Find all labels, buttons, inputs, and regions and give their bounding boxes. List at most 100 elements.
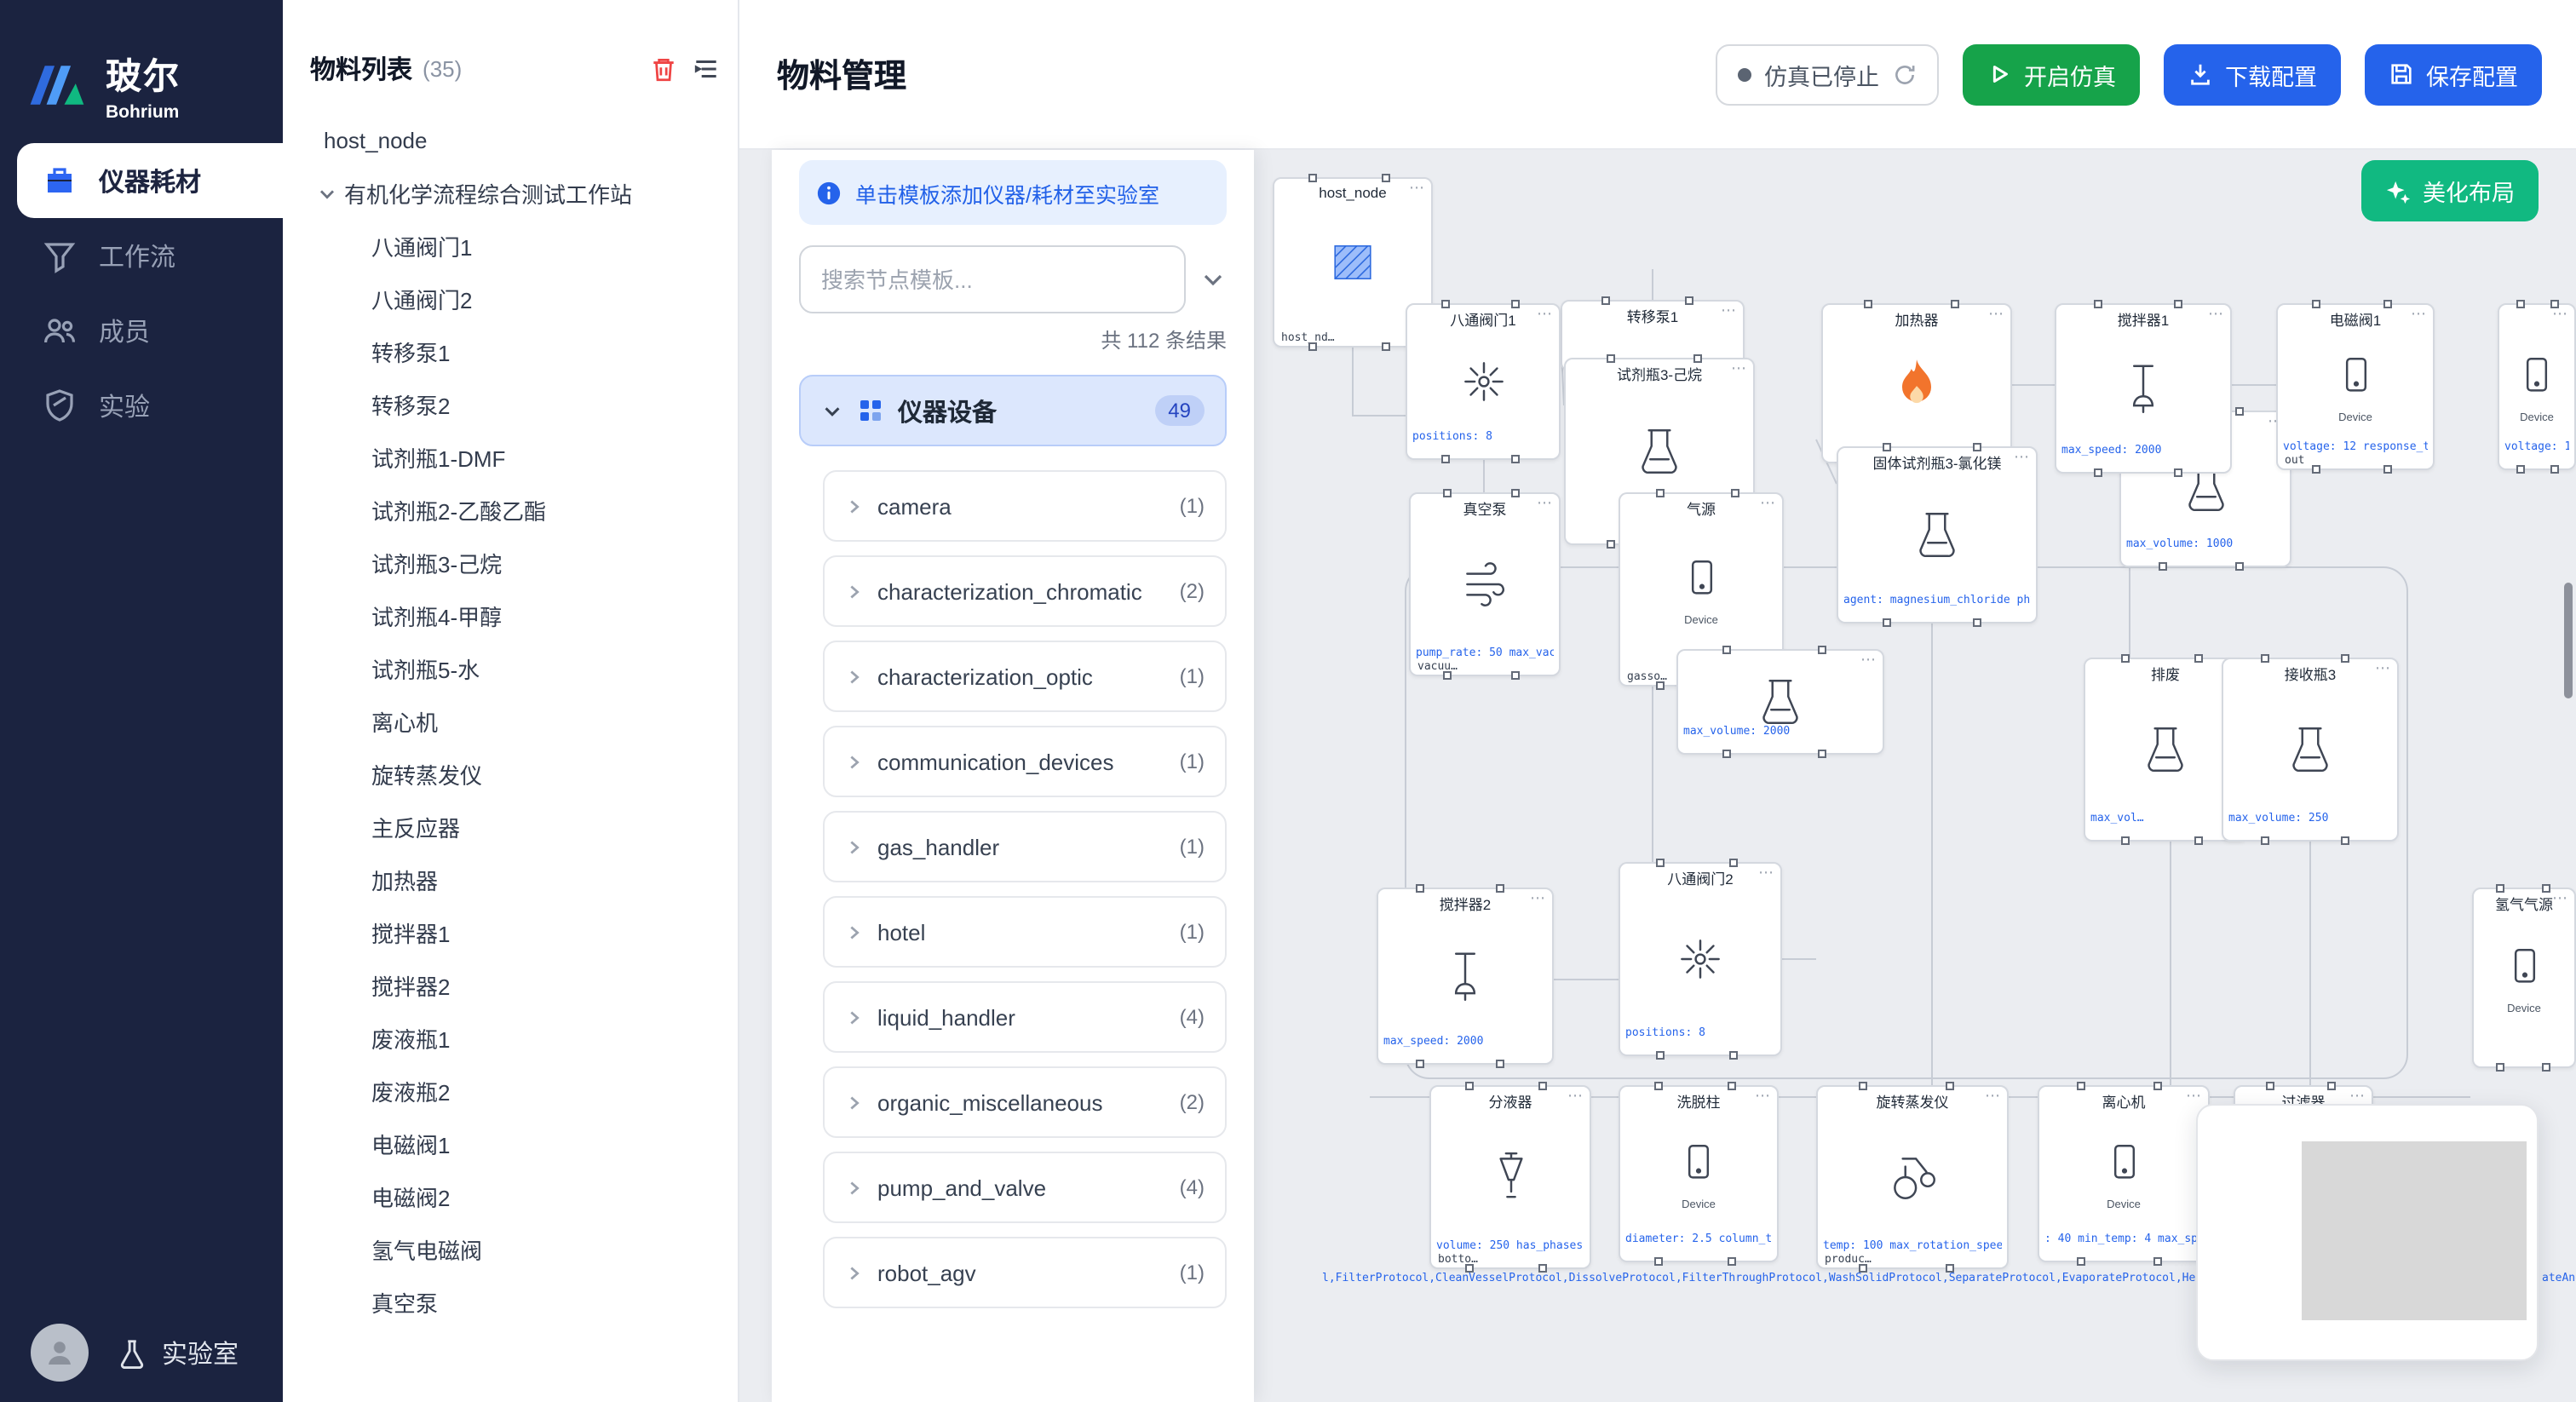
template-category-item[interactable]: communication_devices (1) xyxy=(823,726,1227,797)
tree-item[interactable]: 试剂瓶3-己烷 xyxy=(283,537,738,589)
collapse-icon[interactable] xyxy=(1199,266,1227,293)
download-config-button[interactable]: 下载配置 xyxy=(2164,43,2341,105)
template-category-item[interactable]: pump_and_valve (4) xyxy=(823,1152,1227,1223)
tree-item[interactable]: 废液瓶1 xyxy=(283,1012,738,1065)
save-config-button[interactable]: 保存配置 xyxy=(2365,43,2542,105)
template-category-item[interactable]: hotel (1) xyxy=(823,896,1227,968)
minimap-panel[interactable] xyxy=(2196,1104,2539,1361)
nav-item-label: 工作流 xyxy=(99,243,176,272)
sidebar-nav-item[interactable]: 仪器耗材 xyxy=(17,143,283,218)
more-icon[interactable]: ⋯ xyxy=(2186,1087,2201,1104)
more-icon[interactable]: ⋯ xyxy=(1758,864,1774,881)
more-icon[interactable]: ⋯ xyxy=(1988,305,2004,322)
template-category-item[interactable]: characterization_chromatic (2) xyxy=(823,555,1227,627)
more-icon[interactable]: ⋯ xyxy=(1985,1087,2000,1104)
tree-item[interactable]: 八通阀门2 xyxy=(283,273,738,325)
tree-item[interactable]: 搅拌器2 xyxy=(283,959,738,1012)
tree-item[interactable]: 离心机 xyxy=(283,695,738,748)
canvas-node[interactable]: ⋯ 离心机 Device : 40 min_temp: xyxy=(2038,1082,2210,1266)
port xyxy=(1655,681,1665,690)
template-category-item[interactable]: organic_miscellaneous (2) xyxy=(823,1066,1227,1138)
template-category-item[interactable]: liquid_handler (4) xyxy=(823,981,1227,1053)
more-icon[interactable]: ⋯ xyxy=(1755,1087,1770,1104)
template-category-item[interactable]: gas_handler (1) xyxy=(823,811,1227,882)
more-icon[interactable]: ⋯ xyxy=(1721,302,1736,319)
canvas-node[interactable]: ⋯ Device voltage: 12 xyxy=(2498,300,2576,474)
port xyxy=(1601,296,1611,305)
delete-icon[interactable] xyxy=(649,55,678,83)
tree-item[interactable]: 试剂瓶1-DMF xyxy=(283,431,738,484)
template-category-item[interactable]: robot_agv (1) xyxy=(823,1237,1227,1308)
tree-item[interactable]: 试剂瓶5-水 xyxy=(283,642,738,695)
canvas-node[interactable]: ⋯ Device max_volume: 2000 xyxy=(1676,646,1884,758)
canvas-node[interactable]: ⋯ 加热器 Device xyxy=(1821,300,2012,467)
tree-item[interactable]: host_node xyxy=(283,114,738,167)
node-props: max_volume: 1000 xyxy=(2126,537,2234,550)
tree-item[interactable]: 氢气电磁阀 xyxy=(283,1223,738,1276)
tree-item[interactable]: 电磁阀1 xyxy=(283,1118,738,1170)
tree-item[interactable]: 试剂瓶2-乙酸乙酯 xyxy=(283,484,738,537)
node-title: host_node xyxy=(1319,184,1387,201)
user-avatar[interactable] xyxy=(31,1324,89,1382)
more-icon[interactable]: ⋯ xyxy=(2375,659,2390,676)
template-category-item[interactable]: characterization_optic (1) xyxy=(823,641,1227,712)
more-icon[interactable]: ⋯ xyxy=(1731,359,1746,376)
scrollbar-thumb[interactable] xyxy=(2564,583,2573,698)
tree-item[interactable]: 搅拌器1 xyxy=(283,906,738,959)
more-icon[interactable]: ⋯ xyxy=(2014,448,2029,465)
more-icon[interactable]: ⋯ xyxy=(1530,889,1545,906)
beautify-layout-button[interactable]: 美化布局 xyxy=(2361,160,2539,221)
sidebar-nav-item[interactable]: 实验 xyxy=(0,368,283,443)
canvas-node[interactable]: ⋯ 氢气气源 Device xyxy=(2472,884,2576,1072)
port xyxy=(2076,1257,2085,1266)
search-input[interactable] xyxy=(799,245,1186,313)
sim-status[interactable]: 仿真已停止 xyxy=(1715,43,1939,105)
tree-item[interactable]: 旋转蒸发仪 xyxy=(283,748,738,801)
tree-item[interactable]: 转移泵1 xyxy=(283,325,738,378)
canvas-node[interactable]: ⋯ 搅拌器2 Device max_speed: 2000 xyxy=(1377,884,1554,1068)
start-simulation-button[interactable]: 开启仿真 xyxy=(1963,43,2140,105)
more-icon[interactable]: ⋯ xyxy=(2411,305,2426,322)
more-icon[interactable]: ⋯ xyxy=(2552,889,2567,906)
more-icon[interactable]: ⋯ xyxy=(1860,651,1876,668)
tree-item[interactable]: 主反应器 xyxy=(283,801,738,853)
tree-item[interactable]: 八通阀门1 xyxy=(283,220,738,273)
lab-entry[interactable]: 实验室 xyxy=(116,1335,239,1370)
tree-item[interactable]: 电磁阀2 xyxy=(283,1170,738,1223)
more-icon[interactable]: ⋯ xyxy=(1537,494,1552,511)
more-icon[interactable]: ⋯ xyxy=(1537,305,1552,322)
tree-item[interactable]: 有机化学流程综合测试工作站 xyxy=(283,167,738,220)
more-icon[interactable]: ⋯ xyxy=(2349,1087,2365,1104)
canvas-node[interactable]: ⋯ 八通阀门2 Device positions: 8 xyxy=(1619,859,1782,1060)
canvas-node[interactable]: ⋯ 接收瓶3 Device max_volume: 250 xyxy=(2222,654,2399,845)
canvas-node[interactable]: ⋯ 分液器 Device volume: 250 has xyxy=(1429,1082,1591,1273)
bohrium-logo-icon xyxy=(30,66,84,105)
more-icon[interactable]: ⋯ xyxy=(1567,1087,1583,1104)
more-icon[interactable]: ⋯ xyxy=(1760,494,1775,511)
refresh-icon[interactable] xyxy=(1893,62,1917,86)
tree-item-label: host_node xyxy=(324,128,428,153)
sidebar-nav-item[interactable]: 成员 xyxy=(0,293,283,368)
more-icon[interactable]: ⋯ xyxy=(2552,305,2567,322)
category-instrument-devices[interactable]: 仪器设备 49 xyxy=(799,375,1227,446)
canvas-node[interactable]: ⋯ 搅拌器1 Device max_speed: 2000 xyxy=(2055,300,2232,477)
canvas-node[interactable]: ⋯ 旋转蒸发仪 Device temp: 100 max xyxy=(1816,1082,2009,1273)
canvas-node[interactable]: ⋯ 八通阀门1 Device positions: 8 xyxy=(1406,300,1561,463)
canvas-node[interactable]: ⋯ 电磁阀1 Device voltage: 12 re xyxy=(2276,300,2435,474)
template-category-item[interactable]: camera (1) xyxy=(823,470,1227,542)
template-item-count: (1) xyxy=(1179,664,1205,688)
canvas-node[interactable]: ⋯ 固体试剂瓶3-氯化镁 Device agent: ma xyxy=(1837,443,2038,627)
tree-item[interactable]: 试剂瓶4-甲醇 xyxy=(283,589,738,642)
tree-item[interactable]: 废液瓶2 xyxy=(283,1065,738,1118)
sidebar-nav-item[interactable]: 工作流 xyxy=(0,218,283,293)
more-icon[interactable]: ⋯ xyxy=(2208,305,2223,322)
canvas-node[interactable]: ⋯ 真空泵 Device pump_rate: 50 m xyxy=(1409,489,1561,680)
tree-item[interactable]: 加热器 xyxy=(283,853,738,906)
tree-item[interactable]: 转移泵2 xyxy=(283,378,738,431)
canvas-node[interactable]: ⋯ 洗脱柱 Device diameter: 2.5 c xyxy=(1619,1082,1779,1266)
material-list-panel: 物料列表 (35) host_node 有机化学流程综合测试工作站 八通阀门1 … xyxy=(283,0,739,1402)
tree-item[interactable]: 真空泵 xyxy=(283,1276,738,1329)
list-settings-icon[interactable] xyxy=(692,55,721,83)
node-title: 分液器 xyxy=(1488,1094,1532,1111)
more-icon[interactable]: ⋯ xyxy=(1409,179,1424,196)
